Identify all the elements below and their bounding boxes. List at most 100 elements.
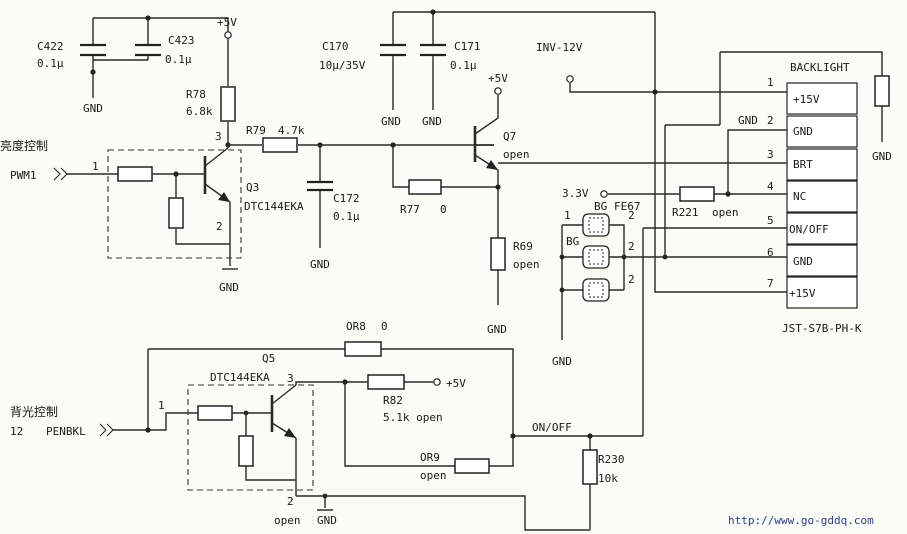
q3-ref: Q3: [246, 181, 259, 194]
r69-state: open: [513, 258, 540, 271]
c422-ref: C422: [37, 40, 64, 53]
c171-value: 0.1μ: [450, 59, 477, 72]
q5-pin1: 1: [158, 399, 165, 412]
r69-resistor: [490, 237, 506, 271]
gnd-label-c422: GND: [83, 102, 103, 115]
v33-terminal: [600, 190, 608, 198]
c170-ref: C170: [322, 40, 349, 53]
connector-pin1-label: +15V: [793, 93, 820, 106]
connector-pin5-label: ON/OFF: [789, 223, 829, 236]
r230-value: 10k: [598, 472, 618, 485]
penbkl-net-label: PENBKL: [46, 425, 86, 438]
or9-state: open: [420, 469, 447, 482]
gnd-label-q5: GND: [317, 514, 337, 527]
q3-part: DTC144EKA: [244, 200, 304, 213]
r82-value: 5.1k open: [383, 411, 443, 424]
connector-pin6-label: GND: [793, 255, 813, 268]
inv12-terminal: [566, 75, 574, 83]
connector-pin7-label: +15V: [789, 287, 816, 300]
connector-pin4-label: NC: [793, 190, 806, 203]
connector-title: BACKLIGHT: [790, 61, 850, 74]
gnd-label-q3: GND: [219, 281, 239, 294]
q5-ref: Q5: [262, 352, 275, 365]
brightness-input-title: 亮度控制: [0, 138, 48, 153]
c172-value: 0.1μ: [333, 210, 360, 223]
q5-pin2: 2: [287, 495, 294, 508]
q5-input-resistor: [197, 405, 233, 421]
pwm1-net-label: PWM1: [10, 169, 37, 182]
gnd-label-fe67: GND: [552, 355, 572, 368]
c170-value: 10μ/35V: [319, 59, 366, 72]
fe67-pin2-c: 2: [628, 273, 635, 286]
gnd-label-connector: GND: [872, 150, 892, 163]
connector-pin2-label: GND: [793, 125, 813, 138]
r230-ref: R230: [598, 453, 625, 466]
gnd-label-c171: GND: [422, 115, 442, 128]
vcc-label-r82: +5V: [446, 377, 466, 390]
fe67-pin2-b: 2: [628, 240, 635, 253]
q3-pin1: 1: [92, 160, 99, 173]
q5-pin3: 3: [287, 372, 294, 385]
c172-ref: C172: [333, 192, 360, 205]
connector-pin2-num: 2: [767, 114, 774, 127]
vcc-terminal-top-left: [224, 31, 232, 39]
fe67-bg-label-2: BG: [566, 235, 579, 248]
fe67-pin1: 1: [564, 209, 571, 222]
vcc-terminal-r82: [433, 378, 441, 386]
jst-connector: [786, 82, 858, 309]
backlight-input-title: 背光控制: [10, 405, 58, 419]
r77-value: 0: [440, 203, 447, 216]
q3-pin3: 3: [215, 130, 222, 143]
r78-ref: R78: [186, 88, 206, 101]
q3-input-resistor: [117, 166, 153, 182]
penbkl-input-chevron: [99, 423, 114, 437]
r78-value: 6.8k: [186, 105, 213, 118]
r82-ref: R82: [383, 394, 403, 407]
c423-ref: C423: [168, 34, 195, 47]
v33-label: 3.3V: [562, 187, 589, 200]
or8-ref: OR8: [346, 320, 366, 333]
q5-bias-resistor: [238, 435, 254, 467]
inv12-label: INV-12V: [536, 41, 583, 54]
pin2-gnd-side-label: GND: [738, 114, 758, 127]
q7-ref: Q7: [503, 130, 516, 143]
r77-resistor: [408, 179, 442, 195]
r77-ref: R77: [400, 203, 420, 216]
c423-value: 0.1μ: [165, 53, 192, 66]
connector-pin5-num: 5: [767, 214, 774, 227]
decoupling-c422-c423: [80, 15, 229, 98]
or9-ref: OR9: [420, 451, 440, 464]
vcc-label-q7: +5V: [488, 72, 508, 85]
gnd-label-c170: GND: [381, 115, 401, 128]
vcc-label-top-left: +5V: [217, 16, 237, 29]
q3-bias-resistor: [168, 197, 184, 229]
c171-ref: C171: [454, 40, 481, 53]
watermark-url: http://www.go-gddq.com: [728, 514, 874, 527]
pwm1-input-chevron: [53, 167, 68, 181]
connector-pin4-num: 4: [767, 180, 774, 193]
q3-pin2: 2: [216, 220, 223, 233]
fe67-pin2-a: 2: [628, 209, 635, 222]
r221-state: open: [712, 206, 739, 219]
q5-state: open: [274, 514, 301, 527]
onoff-net-label: ON/OFF: [532, 421, 572, 434]
fe67-ref: FE67: [614, 200, 641, 213]
backlight-side-resistor: [874, 75, 890, 107]
connector-pin3-label: BRT: [793, 158, 813, 171]
fe67-beads: [582, 213, 610, 302]
r221-ref: R221: [672, 206, 699, 219]
r78-resistor: [220, 86, 236, 122]
connector-pin6-num: 6: [767, 246, 774, 259]
r82-resistor: [367, 374, 405, 390]
penbkl-pin-number: 12: [10, 425, 23, 438]
connector-pin7-num: 7: [767, 277, 774, 290]
fe67-bg-label-1: BG: [594, 200, 607, 213]
gnd-label-r69: GND: [487, 323, 507, 336]
or9-resistor: [454, 458, 490, 474]
or8-resistor: [344, 341, 382, 357]
r221-resistor: [679, 186, 715, 202]
r79-value: 4.7k: [278, 124, 305, 137]
r79-resistor: [262, 137, 298, 153]
connector-part: JST-S7B-PH-K: [782, 322, 862, 335]
